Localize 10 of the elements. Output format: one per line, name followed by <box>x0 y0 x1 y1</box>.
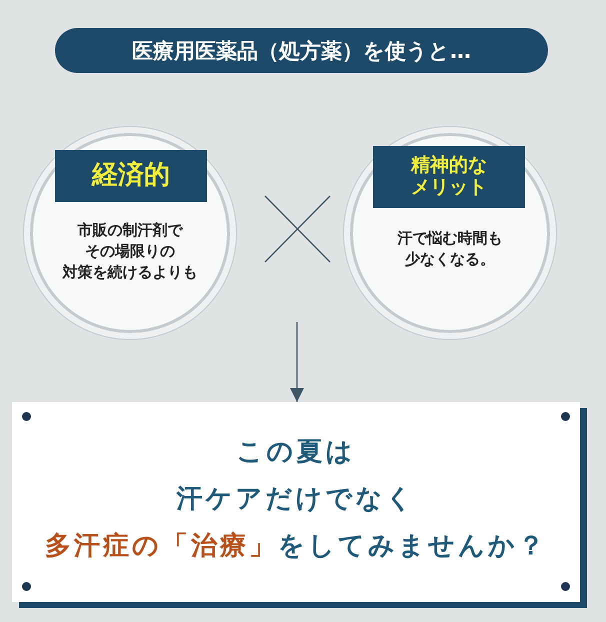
arrow <box>290 322 304 402</box>
banner-label: 経済的 <box>55 150 207 202</box>
message-text: 多汗症の「治療」をしてみませんか？ <box>44 530 548 563</box>
banner-label: 精神的なメリット <box>373 146 525 208</box>
circle-text: 市販の制汗剤でその場限りの対策を続けるよりも <box>61 220 198 283</box>
message-text: 汗ケアだけでなく <box>175 483 416 516</box>
circle-text: 汗で悩む時間も少なくなる。 <box>396 228 504 270</box>
message-card <box>12 402 580 602</box>
title-pill: 医療用医薬品（処方薬）を使うと… <box>55 28 548 73</box>
message-text: この夏は <box>236 436 356 469</box>
